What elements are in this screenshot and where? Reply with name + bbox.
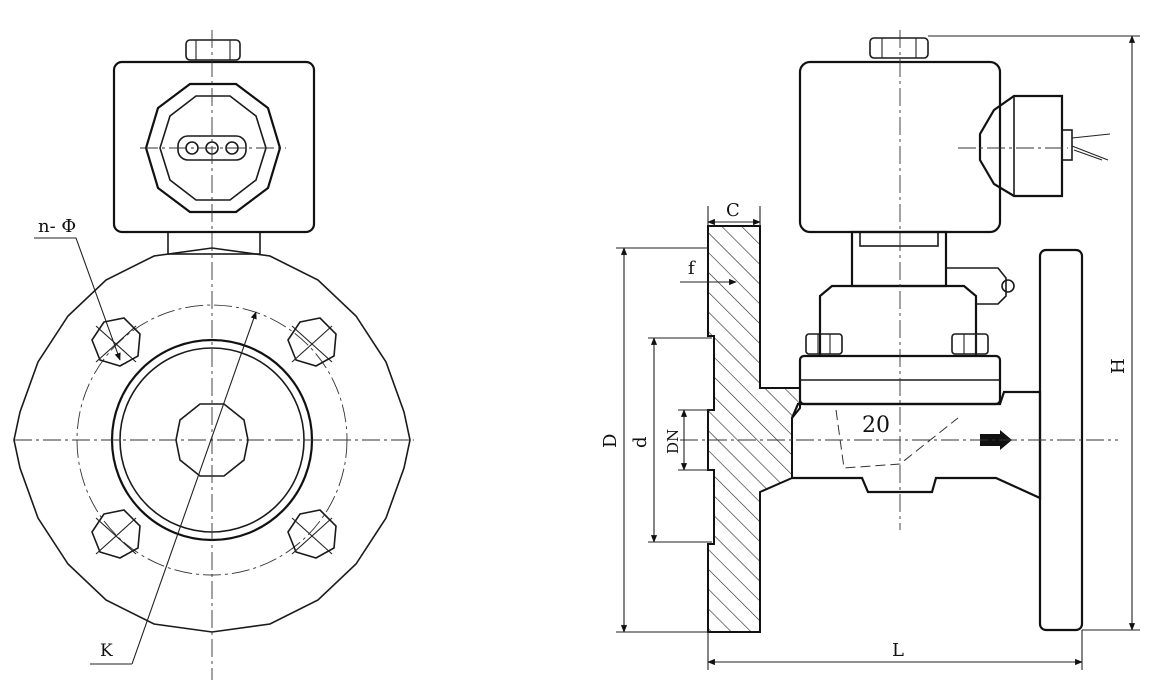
bolt-hole (91, 317, 141, 367)
front-view: n- Φ K (13, 30, 414, 680)
front-neck (167, 231, 261, 255)
dim-f-label: f (688, 258, 696, 279)
dim-c-label: C (726, 200, 740, 221)
dim-d-outer-label: D (600, 434, 621, 448)
connector-inner (159, 95, 267, 201)
n-phi-label: n- Φ (38, 216, 76, 237)
n-phi-leader (34, 237, 121, 361)
k-leader (131, 311, 257, 665)
body-mark-label: 20 (862, 413, 890, 438)
flow-arrow (980, 430, 1012, 450)
front-top-nut (185, 39, 241, 61)
bolt-hole (287, 509, 337, 559)
side-view: 20 C f D d DN L H (600, 30, 1140, 670)
center-nut (175, 403, 249, 477)
connector-outer (144, 82, 282, 214)
bolt-hole (287, 317, 337, 367)
side-fitting (946, 267, 1007, 305)
side-top-nut (869, 37, 929, 59)
bolt-hole (91, 509, 141, 559)
internal-seat (835, 409, 959, 469)
left-flange-section (707, 225, 801, 633)
stem-neck (850, 230, 948, 288)
front-coil-box (112, 60, 316, 234)
dim-dn-label: DN (664, 429, 682, 454)
dim-h-label: H (1108, 358, 1129, 374)
k-label: K (100, 641, 113, 661)
dim-l-label: L (892, 640, 904, 661)
dim-d-inner-label: d (630, 436, 651, 448)
bolt (951, 333, 989, 355)
side-connector (978, 94, 1064, 198)
bolt (805, 333, 843, 355)
